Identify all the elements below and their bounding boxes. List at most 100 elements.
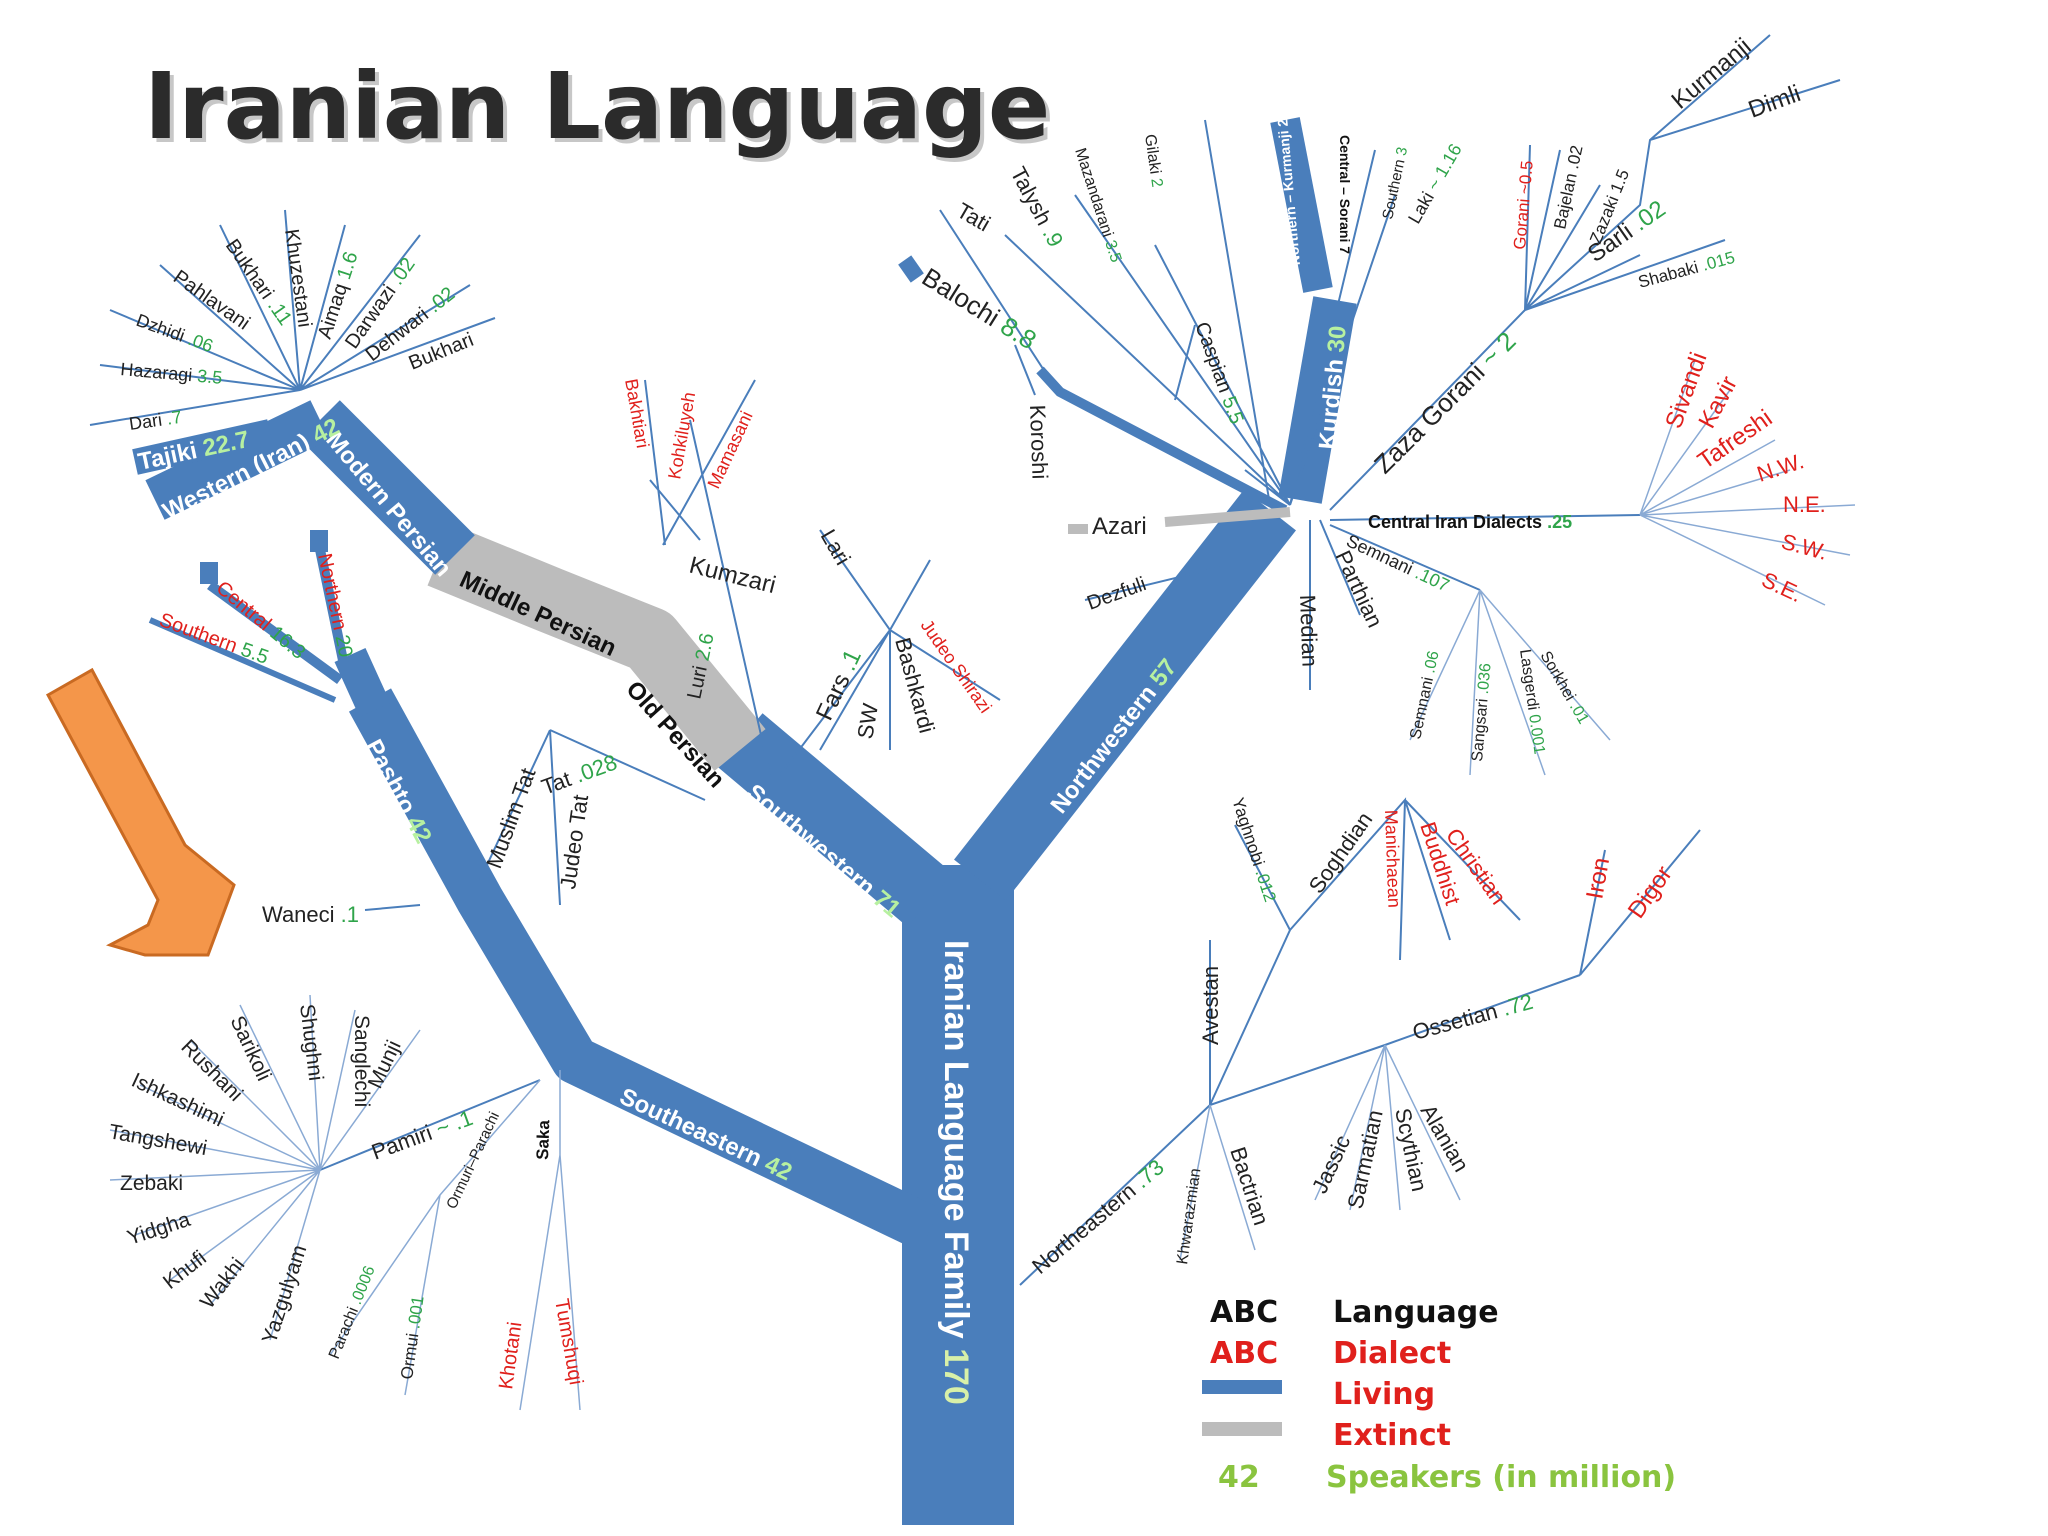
leaf-laki: Laki ~ 1.16 [1404, 140, 1466, 227]
leaf-dimli: Dimli [1745, 80, 1804, 124]
leaf-koroshi: Koroshi [1025, 404, 1053, 479]
leaf-parachi: Parachi .0006 [326, 1263, 379, 1361]
dialect-sw: S.W. [1779, 529, 1830, 565]
legend-extinct-swatch [1202, 1422, 1282, 1436]
balochi-tip [898, 255, 924, 283]
leaf-azari: Azari [1092, 513, 1147, 540]
middle-persian-branch [427, 524, 766, 771]
leaf-mazandarani: Mazandarani 3.5 [1071, 146, 1124, 265]
leaf-sanglechi: Sanglechi [350, 1015, 373, 1107]
legend-language-label: Language [1333, 1295, 1499, 1330]
leaf-gilaki: Gilaki 2 [1141, 133, 1165, 188]
leaf-bukhari-2: Bukhari [406, 329, 477, 375]
legend-extinct-label: Extinct [1333, 1418, 1451, 1453]
leaf-tat: Tat .028 [538, 749, 620, 799]
central-sorani-label: Central – Sorani 7 [1337, 135, 1353, 254]
kurdish-branch [1278, 296, 1357, 504]
northwestern-branch [954, 489, 1296, 901]
leaf-bakhtiari: Bakhtiari [621, 377, 653, 449]
title-shadow: Iranian Language [148, 57, 1054, 164]
trunk-label: Iranian Language Family 170 [937, 940, 975, 1405]
thin-branches [89, 34, 1856, 1411]
leaf-manichaean: Manichaean [1381, 809, 1404, 908]
leaf-talysh: Talysh .9 [1006, 163, 1069, 251]
leaf-sangsari: Sangsari .036 [1469, 662, 1495, 762]
central-pashto-tip [200, 562, 218, 584]
western-iran-branch [145, 400, 330, 520]
leaf-bashkardi: Bashkardi [890, 635, 939, 736]
southeastern-branch [348, 688, 941, 1252]
leaf-iron: Iron [1581, 856, 1615, 901]
central-pashto-branch [207, 580, 343, 685]
leaf-lasgerdi: Lasgerdi 0.001 [1516, 648, 1548, 755]
leaf-khwarazmian: Khwarazmian [1174, 1167, 1204, 1265]
northeastern-label: Northeastern .73 [1027, 1154, 1169, 1279]
leaf-tati: Tati [953, 198, 995, 237]
leaf-central-iran: Central Iran Dialects .25 [1368, 512, 1572, 532]
leaf-semnani: Semnani .06 [1407, 649, 1442, 741]
leaf-kurmanji: Kurmanji [1667, 33, 1757, 115]
northern-pashto-tip [310, 530, 328, 552]
leaf-avestan: Avestan [1198, 966, 1223, 1045]
leaf-saka: Saka [533, 1119, 553, 1160]
leaf-median: Median [1295, 594, 1323, 667]
highlight-arrow [45, 667, 236, 957]
tajiki-branch [132, 419, 273, 475]
legend-speakers-label: Speakers (in million) [1326, 1460, 1676, 1495]
trunk [902, 865, 1014, 1525]
legend-living-swatch [1202, 1380, 1282, 1394]
leaf-mamasani: Mamasani [703, 408, 756, 492]
legend-abc-language: ABC [1210, 1295, 1278, 1330]
leaf-ossetian: Ossetian .72 [1410, 989, 1536, 1045]
thick-branches [132, 117, 1357, 1525]
leaf-bactrian: Bactrian [1225, 1144, 1274, 1228]
leaf-northern-pashto: Northern 20 [313, 551, 356, 659]
legend: ABC Language ABC Dialect Living Extinct … [1202, 1295, 1676, 1495]
leaf-zaza-gorani: Zaza Gorani ~ 2 [1368, 326, 1522, 480]
leaf-digor: Digor [1623, 861, 1678, 923]
pashto-branch [334, 647, 391, 718]
leaf-tumshuqi: Tumshuqi [550, 1297, 587, 1387]
balochi-branch [1036, 366, 1288, 515]
leaf-sarikoli: Sarikoli [225, 1012, 275, 1084]
legend-speakers-number: 42 [1218, 1460, 1260, 1495]
leaf-yaghnobi: Yaghnobi .012 [1228, 795, 1280, 904]
leaf-hazaragi: Hazaragi 3.5 [120, 359, 223, 388]
leaf-sw: SW [852, 701, 883, 740]
southwestern-branch [717, 713, 953, 927]
kurmanji-branch [1270, 117, 1333, 293]
dialect-ne: N.E. [1783, 492, 1826, 517]
leaf-khufi: Khufi [159, 1246, 211, 1294]
leaf-balochi: Balochi 8.8 [917, 262, 1042, 356]
leaf-waneci: Waneci .1 [262, 902, 359, 927]
leaf-zebaki: Zebaki [120, 1172, 183, 1195]
modern-persian-branch [300, 400, 475, 575]
leaf-southern-kurdish: Southern 3 [1379, 145, 1411, 220]
legend-abc-dialect: ABC [1210, 1336, 1278, 1371]
legend-dialect-label: Dialect [1333, 1336, 1451, 1371]
leaf-dari: Dari .7 [128, 407, 183, 434]
leaf-pamiri: Pamiri ~ .1 [368, 1105, 476, 1165]
leaf-ormui: Ormui .001 [397, 1295, 428, 1381]
southern-pashto-branch [148, 617, 337, 703]
leaf-soghdian: Soghdian [1304, 807, 1378, 898]
leaf-judeo-tat: Judeo Tat [555, 793, 593, 891]
legend-living-label: Living [1333, 1377, 1435, 1412]
leaf-muslim-tat: Muslim Tat [481, 765, 540, 872]
dialect-se: S.E. [1758, 567, 1806, 607]
leaf-khotani: Khotani [495, 1320, 526, 1390]
leaf-yazgulyam: Yazgulyam [258, 1242, 311, 1346]
leaf-shughni: Shughni [295, 1003, 327, 1082]
leaf-kumzari: Kumzari [687, 552, 779, 599]
leaf-tangshewi: Tangshewi [107, 1120, 209, 1160]
leaf-dzhidi: Dzhidi .06 [134, 310, 216, 356]
page-title: Iranian Language [144, 53, 1050, 160]
dialect-nw: N.W. [1754, 448, 1807, 487]
leaf-dezfuli: Dezfuli [1084, 573, 1149, 615]
azari-tip [1068, 524, 1088, 534]
leaf-sorkhei: Sorkhei .01 [1537, 649, 1592, 728]
northern-pashto-branch [313, 538, 350, 672]
azari-branch [1164, 507, 1291, 527]
